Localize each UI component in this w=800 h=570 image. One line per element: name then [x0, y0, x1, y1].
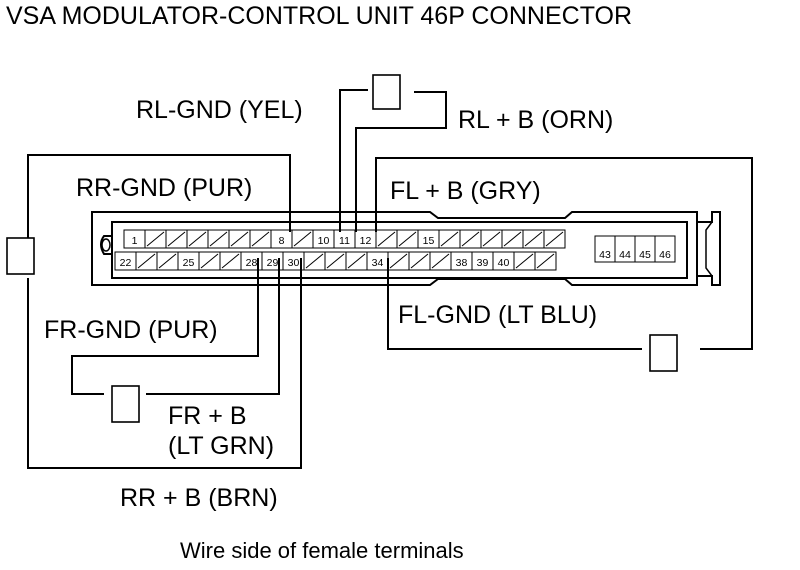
terminal-empty — [543, 229, 566, 249]
connector-lock-right — [697, 211, 721, 286]
terminal-row-bottom: 22 25 28 29 30 34 38 39 40 — [114, 251, 557, 271]
terminal-number: 44 — [619, 249, 631, 261]
terminal-10: 10 — [312, 229, 335, 249]
terminal-number: 29 — [267, 257, 279, 269]
connector-inner-frame — [111, 221, 688, 279]
terminal-empty — [207, 229, 230, 249]
terminal-block-right: 43 44 45 46 — [594, 235, 676, 263]
terminal-empty — [165, 229, 188, 249]
wire-fr-gnd — [71, 258, 259, 395]
terminal-number: 39 — [477, 257, 489, 269]
terminal-number: 46 — [659, 249, 671, 261]
connector-latch-left — [100, 235, 112, 255]
wire-fr-b — [146, 258, 280, 395]
terminal-43: 43 — [594, 235, 616, 263]
connector-housing — [91, 211, 698, 286]
terminal-empty — [513, 251, 536, 271]
wire-rr-b — [27, 258, 302, 469]
terminal-number: 30 — [288, 257, 300, 269]
terminal-number: 1 — [132, 235, 138, 247]
diagram-caption: Wire side of female terminals — [180, 538, 464, 563]
terminal-number: 15 — [423, 235, 435, 247]
connector-lock-arm — [705, 221, 713, 277]
terminal-number: 38 — [456, 257, 468, 269]
terminal-empty — [501, 229, 524, 249]
terminal-45: 45 — [634, 235, 656, 263]
rl-sensor-connector — [372, 74, 401, 110]
terminal-empty — [291, 229, 314, 249]
wire-rr-gnd — [27, 154, 291, 238]
terminal-8: 8 — [270, 229, 293, 249]
terminal-11: 11 — [333, 229, 356, 249]
terminal-12: 12 — [354, 229, 377, 249]
label-rr-gnd: RR-GND (PUR) — [76, 174, 253, 202]
label-fr-b-line2: (LT GRN) — [168, 432, 275, 460]
terminal-34: 34 — [366, 251, 389, 271]
fr-sensor-connector — [111, 385, 140, 423]
terminal-number: 34 — [372, 257, 384, 269]
label-rl-b: RL + B (ORN) — [458, 106, 614, 134]
label-rl-gnd: RL-GND (YEL) — [136, 96, 303, 124]
terminal-number: 11 — [339, 235, 350, 247]
terminal-number: 28 — [246, 257, 258, 269]
terminal-empty — [156, 251, 179, 271]
terminal-empty — [438, 229, 461, 249]
label-fl-gnd: FL-GND (LT BLU) — [398, 301, 598, 329]
connector-latch-hole — [101, 238, 111, 252]
terminal-empty — [303, 251, 326, 271]
terminal-empty — [186, 229, 209, 249]
terminal-empty — [387, 251, 410, 271]
terminal-38: 38 — [450, 251, 473, 271]
terminal-empty — [228, 229, 251, 249]
terminal-29: 29 — [261, 251, 284, 271]
terminal-number: 10 — [318, 235, 330, 247]
terminal-empty — [408, 251, 431, 271]
terminal-22: 22 — [114, 251, 137, 271]
terminal-empty — [429, 251, 452, 271]
terminal-number: 40 — [498, 257, 510, 269]
label-fl-b: FL + B (GRY) — [390, 177, 541, 205]
terminal-empty — [345, 251, 368, 271]
terminal-number: 12 — [360, 235, 372, 247]
terminal-number: 25 — [183, 257, 195, 269]
terminal-25: 25 — [177, 251, 200, 271]
wire-fl-gnd — [387, 258, 642, 350]
terminal-empty — [480, 229, 503, 249]
diagram-title: VSA MODULATOR-CONTROL UNIT 46P CONNECTOR — [6, 2, 633, 30]
terminal-empty — [135, 251, 158, 271]
terminal-empty — [522, 229, 545, 249]
wire-fl-b — [375, 157, 753, 350]
wire-rl-gnd — [339, 89, 368, 232]
rr-sensor-connector — [6, 237, 35, 275]
terminal-number: 45 — [639, 249, 651, 261]
fl-sensor-connector — [649, 334, 678, 372]
terminal-44: 44 — [614, 235, 636, 263]
label-rr-b: RR + B (BRN) — [120, 484, 278, 512]
terminal-empty — [324, 251, 347, 271]
terminal-empty — [375, 229, 398, 249]
terminal-empty — [396, 229, 419, 249]
terminal-15: 15 — [417, 229, 440, 249]
terminal-39: 39 — [471, 251, 494, 271]
terminal-empty — [219, 251, 242, 271]
terminal-number: 43 — [599, 249, 611, 261]
terminal-1: 1 — [123, 229, 146, 249]
terminal-40: 40 — [492, 251, 515, 271]
terminal-empty — [534, 251, 557, 271]
label-fr-gnd: FR-GND (PUR) — [44, 316, 218, 344]
wire-rl-b — [355, 91, 447, 232]
terminal-empty — [198, 251, 221, 271]
label-fr-b-line1: FR + B — [168, 402, 247, 430]
terminal-empty — [144, 229, 167, 249]
terminal-empty — [459, 229, 482, 249]
terminal-empty — [249, 229, 272, 249]
terminal-46: 46 — [654, 235, 676, 263]
terminal-row-top: 1 8 10 11 12 15 — [123, 229, 566, 249]
terminal-number: 8 — [279, 235, 285, 247]
terminal-number: 22 — [120, 257, 132, 269]
